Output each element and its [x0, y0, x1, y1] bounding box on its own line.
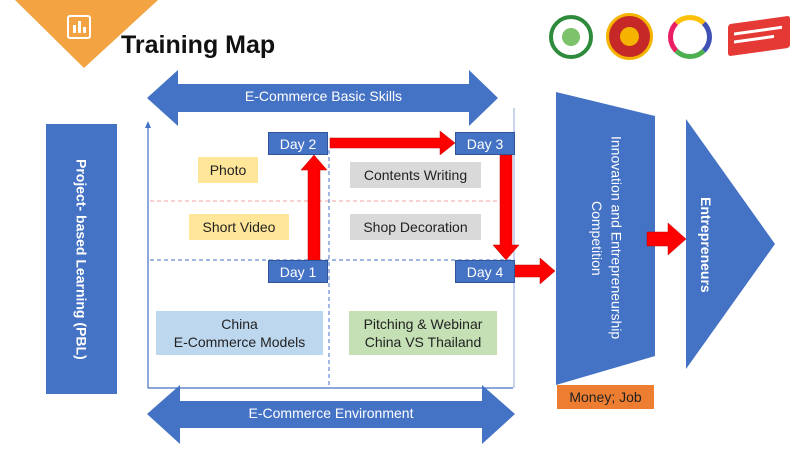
arrow-day4-to-competition — [513, 257, 556, 285]
logo-1-icon — [549, 15, 593, 59]
topic-china-models: China E-Commerce Models — [156, 311, 323, 355]
top-double-arrow — [147, 70, 498, 126]
axis-y-head — [145, 121, 151, 128]
day-2-box: Day 2 — [268, 132, 328, 155]
bottom-double-arrow — [147, 385, 515, 444]
entrepreneurs-triangle — [686, 119, 775, 369]
topic-photo: Photo — [198, 157, 258, 183]
arrow-day1-to-day2 — [300, 154, 328, 261]
topic-contents-writing: Contents Writing — [350, 162, 481, 188]
topic-short-video: Short Video — [189, 214, 289, 240]
day-3-box: Day 3 — [455, 132, 515, 155]
chart-board-icon — [67, 15, 91, 39]
day-4-box: Day 4 — [455, 260, 515, 283]
day-1-box: Day 1 — [268, 260, 328, 283]
pbl-label: Project- based Learning (PBL) — [73, 158, 90, 360]
top-arrow-label: E-Commerce Basic Skills — [244, 88, 403, 104]
corner-tag — [15, 0, 158, 68]
arrow-competition-to-entrepreneurs — [646, 222, 687, 256]
bottom-arrow-label: E-Commerce Environment — [248, 405, 414, 421]
competition-label: Innovation and Entrepreneurship Competit… — [589, 136, 625, 340]
china-models-line1: China — [221, 315, 258, 332]
topic-pitching-webinar: Pitching & Webinar China VS Thailand — [349, 311, 497, 355]
china-models-line2: E-Commerce Models — [173, 334, 306, 350]
money-job-box — [557, 385, 654, 409]
topic-shop-decoration: Shop Decoration — [350, 214, 481, 240]
pitching-line1: Pitching & Webinar — [363, 315, 483, 332]
entrepreneurs-label: Entrepreneurs — [698, 197, 714, 293]
competition-block — [556, 92, 655, 385]
money-job-label: Money; Job — [569, 389, 642, 405]
logo-3-icon — [668, 15, 712, 59]
arrow-day3-to-day4 — [492, 154, 520, 261]
page-title: Training Map — [121, 31, 276, 59]
pbl-bar — [46, 124, 117, 394]
logo-2-icon — [606, 13, 653, 60]
arrow-day2-to-day3 — [329, 130, 456, 156]
pitching-line2: China VS Thailand — [364, 334, 482, 350]
